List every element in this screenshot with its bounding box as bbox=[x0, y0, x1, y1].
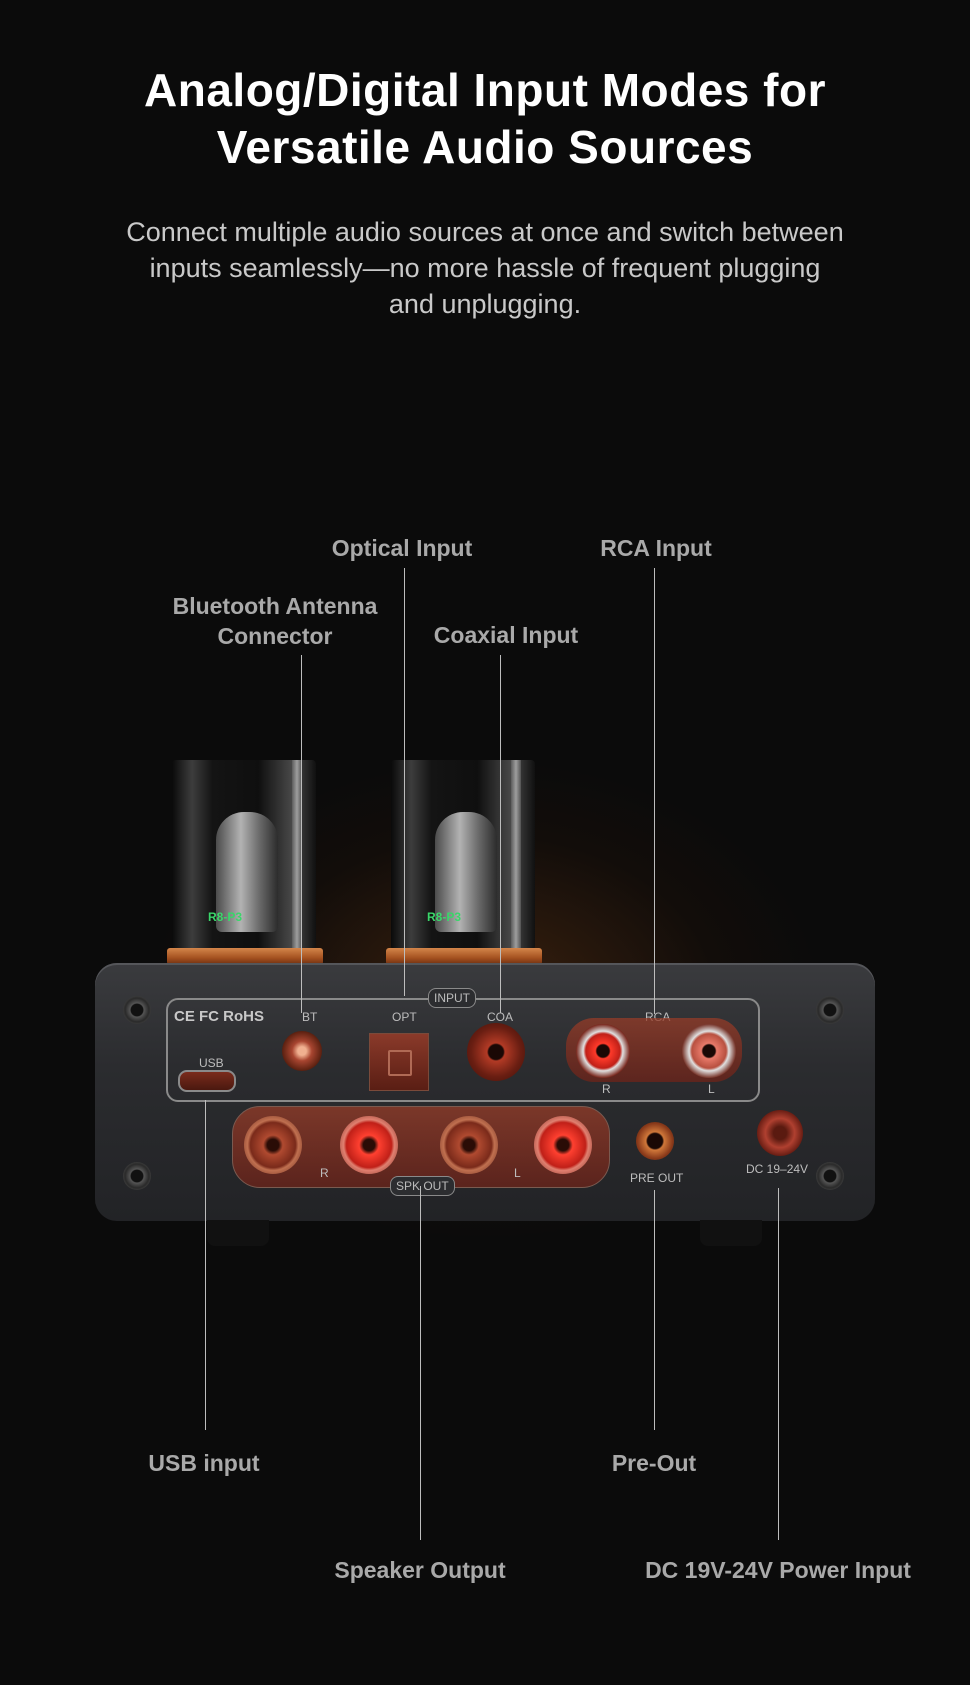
dc-label: DC 19–24V bbox=[746, 1162, 809, 1176]
rca-l-label: L bbox=[708, 1082, 715, 1096]
usb-port bbox=[178, 1070, 236, 1092]
spk-out-label: SPK OUT bbox=[390, 1176, 455, 1196]
bt-label: BT bbox=[302, 1010, 318, 1024]
callout-bluetooth-line-2: Connector bbox=[217, 623, 333, 649]
callout-optical-input: Optical Input bbox=[331, 535, 473, 561]
usb-pointer-line bbox=[205, 1100, 206, 1430]
callout-rca-input: RCA Input bbox=[600, 535, 712, 561]
tube-base-ring-right bbox=[386, 948, 542, 965]
speaker-terminal bbox=[340, 1116, 398, 1174]
dc-power-jack bbox=[757, 1110, 803, 1156]
callout-bluetooth-line-1: Bluetooth Antenna bbox=[172, 593, 378, 619]
certification-marks: CE FC RoHS bbox=[174, 1008, 264, 1025]
callout-speaker-output: Speaker Output bbox=[334, 1557, 506, 1583]
coa-label: COA bbox=[487, 1010, 514, 1024]
preout-pointer-line bbox=[654, 1190, 655, 1430]
vacuum-tube-left: R8-P3 bbox=[172, 760, 316, 950]
optical-port bbox=[369, 1033, 429, 1091]
bt-antenna-connector bbox=[282, 1031, 322, 1071]
speaker-pointer-line bbox=[420, 1186, 421, 1540]
callout-dc-power: DC 19V-24V Power Input bbox=[645, 1557, 911, 1583]
optical-pointer-line bbox=[404, 568, 405, 996]
rca-pointer-line bbox=[654, 568, 655, 1014]
opt-label: OPT bbox=[392, 1010, 417, 1024]
subtitle-line-3: and unplugging. bbox=[388, 289, 582, 319]
subtitle-line-1: Connect multiple audio sources at once a… bbox=[126, 217, 844, 247]
subtitle-line-2: inputs seamlessly—no more hassle of freq… bbox=[149, 253, 821, 283]
screw-icon bbox=[123, 996, 151, 1024]
amplifier-foot-right bbox=[700, 1220, 762, 1246]
coaxial-pointer-line bbox=[500, 655, 501, 1013]
speaker-terminal bbox=[440, 1116, 498, 1174]
usb-label: USB bbox=[199, 1056, 224, 1070]
callout-pre-out: Pre-Out bbox=[611, 1450, 697, 1476]
page-subtitle: Connect multiple audio sources at once a… bbox=[70, 214, 900, 322]
speaker-terminal bbox=[534, 1116, 592, 1174]
rca-jack-right bbox=[576, 1024, 630, 1078]
input-panel-label: INPUT bbox=[428, 988, 476, 1008]
screw-icon bbox=[123, 1162, 151, 1190]
rca-jack-left bbox=[682, 1024, 736, 1078]
spk-l-label: L bbox=[514, 1166, 521, 1180]
dc-pointer-line bbox=[778, 1188, 779, 1540]
screw-icon bbox=[816, 996, 844, 1024]
rca-r-label: R bbox=[602, 1082, 611, 1096]
screw-icon bbox=[816, 1162, 844, 1190]
bluetooth-pointer-line bbox=[301, 655, 302, 1013]
tube-base-ring-left bbox=[167, 948, 323, 965]
coaxial-jack bbox=[467, 1023, 525, 1081]
callout-bluetooth: Bluetooth Antenna Connector bbox=[160, 591, 390, 651]
title-line-2: Versatile Audio Sources bbox=[216, 121, 754, 173]
spk-r-label: R bbox=[320, 1166, 329, 1180]
title-line-1: Analog/Digital Input Modes for bbox=[144, 64, 826, 116]
tube-print: R8-P3 bbox=[427, 910, 462, 924]
callout-usb-input: USB input bbox=[148, 1450, 260, 1476]
pre-out-jack bbox=[636, 1122, 674, 1160]
page-title: Analog/Digital Input Modes for Versatile… bbox=[0, 62, 970, 176]
amplifier-foot-left bbox=[207, 1220, 269, 1246]
tube-print: R8-P3 bbox=[208, 910, 243, 924]
vacuum-tube-right: R8-P3 bbox=[391, 760, 535, 950]
pre-out-label: PRE OUT bbox=[630, 1171, 684, 1185]
callout-coaxial-input: Coaxial Input bbox=[433, 622, 579, 648]
speaker-terminal bbox=[244, 1116, 302, 1174]
